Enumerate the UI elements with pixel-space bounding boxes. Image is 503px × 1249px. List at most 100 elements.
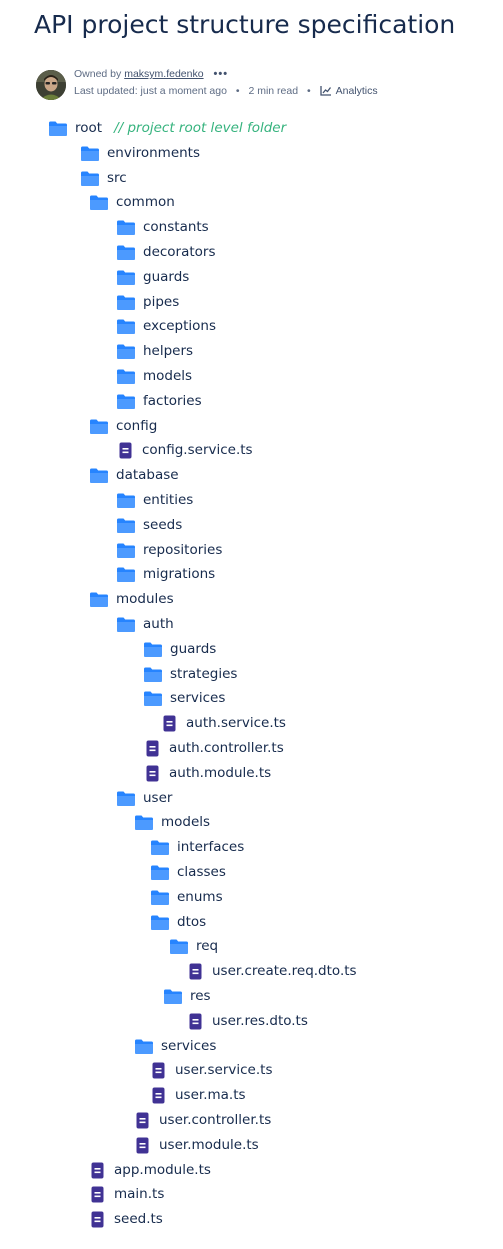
file-icon — [91, 1186, 104, 1206]
tree-item-label: guards — [170, 640, 217, 657]
last-updated: Last updated: just a moment ago — [74, 85, 227, 97]
folder-icon — [143, 641, 163, 661]
tree-item-label: repositories — [143, 541, 223, 558]
more-actions-button[interactable]: ••• — [213, 68, 229, 80]
folder-icon — [116, 219, 136, 239]
tree-item-label: common — [116, 194, 175, 211]
folder-icon — [116, 269, 136, 289]
tree-item-label: enums — [177, 888, 223, 905]
folder-icon — [134, 1038, 154, 1058]
folder-icon — [116, 566, 136, 586]
tree-item-label: user.create.req.dto.ts — [212, 963, 357, 980]
page-stats-line: Last updated: just a moment ago • 2 min … — [74, 85, 378, 97]
tree-item-label: config — [116, 417, 158, 434]
separator-dot: • — [307, 85, 311, 97]
tree-item-label: auth.controller.ts — [169, 740, 284, 756]
folder-icon — [80, 145, 100, 165]
tree-item-label: exceptions — [143, 318, 217, 335]
folder-icon — [116, 244, 136, 264]
tree-item-label: pipes — [143, 293, 180, 310]
folder-icon — [116, 318, 136, 338]
tree-item-label: decorators — [143, 244, 216, 260]
tree-item-label: database — [116, 467, 179, 484]
tree-item-label: classes — [177, 864, 226, 880]
tree-item-label: main.ts — [114, 1186, 165, 1203]
folder-icon — [169, 938, 189, 958]
file-icon — [146, 765, 159, 785]
tree-item-label: entities — [143, 492, 194, 508]
folder-icon — [116, 492, 136, 512]
tree-item-label: src — [107, 169, 127, 186]
tree-item-label: migrations — [143, 566, 216, 583]
tree-item-label: auth — [143, 616, 174, 632]
tree-item-label: constants — [143, 219, 209, 236]
folder-icon — [116, 368, 136, 388]
tree-item-label: models — [161, 814, 211, 831]
tree-item-label: dtos — [177, 913, 207, 930]
folder-icon — [143, 666, 163, 686]
folder-icon — [116, 542, 136, 562]
file-icon — [189, 963, 202, 983]
analytics-link[interactable]: Analytics — [319, 85, 378, 97]
tree-item-label: req — [196, 938, 219, 955]
file-icon — [152, 1062, 165, 1082]
folder-icon — [116, 393, 136, 413]
read-time: 2 min read — [248, 85, 299, 97]
tree-item-label: modules — [116, 591, 174, 608]
page-byline: Owned by maksym.fedenko ••• Last updated… — [36, 68, 476, 102]
folder-icon — [150, 914, 170, 934]
file-icon — [91, 1211, 104, 1231]
tree-item-label: seed.ts — [114, 1211, 163, 1228]
analytics-label: Analytics — [335, 85, 378, 97]
folder-icon — [143, 690, 163, 710]
tree-item-label: guards — [143, 268, 190, 285]
file-icon — [119, 442, 132, 462]
folder-icon — [80, 170, 100, 190]
file-icon — [91, 1162, 104, 1182]
file-icon — [136, 1112, 149, 1132]
tree-item-label: factories — [143, 392, 202, 409]
folder-icon — [116, 790, 136, 810]
analytics-icon — [319, 86, 331, 96]
tree-item-label: services — [161, 1037, 217, 1054]
folder-icon — [89, 418, 109, 438]
folder-icon — [48, 120, 68, 140]
folder-icon — [163, 988, 183, 1008]
tree-item-label: environments — [107, 144, 201, 161]
file-icon — [189, 1013, 202, 1033]
page-title: API project structure specification — [34, 10, 456, 39]
tree-item-label: root// project root level folder — [75, 120, 287, 136]
tree-comment: // project root level folder — [114, 120, 287, 136]
folder-icon — [116, 294, 136, 314]
tree-item-label: app.module.ts — [114, 1161, 211, 1178]
tree-item-label: auth.service.ts — [186, 715, 286, 732]
tree-item-label: user.controller.ts — [159, 1112, 272, 1128]
tree-item-label: user — [143, 789, 173, 806]
tree-item-label: res — [190, 988, 211, 1004]
tree-item-label: models — [143, 368, 193, 384]
folder-icon — [116, 616, 136, 636]
file-icon — [152, 1087, 165, 1107]
folder-icon — [116, 343, 136, 363]
tree-item-label: auth.module.ts — [169, 764, 272, 781]
owner-line: Owned by maksym.fedenko ••• — [74, 68, 228, 80]
file-icon — [146, 740, 159, 760]
tree-item-label: config.service.ts — [142, 442, 253, 459]
file-icon — [136, 1137, 149, 1157]
tree-item-label: user.res.dto.ts — [212, 1012, 308, 1029]
folder-icon — [89, 194, 109, 214]
folder-icon — [89, 591, 109, 611]
file-icon — [163, 715, 176, 735]
owner-link[interactable]: maksym.fedenko — [124, 68, 204, 80]
folder-icon — [150, 864, 170, 884]
folder-icon — [134, 814, 154, 834]
folder-icon — [116, 517, 136, 537]
folder-icon — [89, 467, 109, 487]
owner-avatar[interactable] — [36, 70, 66, 100]
separator-dot: • — [235, 85, 240, 97]
tree-item-label: seeds — [143, 516, 183, 533]
tree-item-label: interfaces — [177, 839, 245, 856]
folder-icon — [150, 839, 170, 859]
owner-prefix: Owned by — [74, 68, 122, 80]
tree-item-label: user.ma.ts — [175, 1087, 246, 1104]
